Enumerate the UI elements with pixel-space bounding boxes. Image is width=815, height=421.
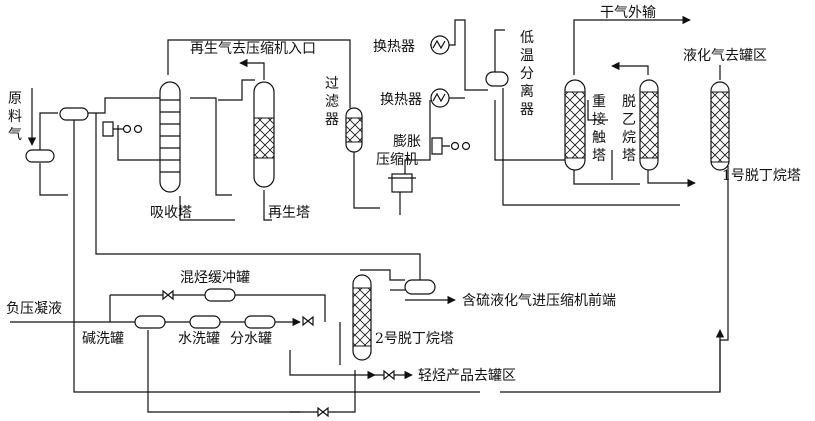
label-debutanizer-2: 2号脱丁烷塔: [375, 331, 454, 347]
label-heavy-4: 塔: [592, 148, 606, 164]
valve-icon-2: [302, 315, 314, 327]
label-deeth-3: 烷: [622, 130, 636, 146]
labels: 原 料 气 再生气去压缩机入口 吸收塔 再生塔 过 滤 器 换热器 换热器 低 …: [6, 5, 801, 384]
label-deeth-4: 塔: [622, 148, 636, 164]
label-filter-3: 器: [325, 112, 339, 128]
equipment: [25, 35, 730, 418]
valve-icon-4: [383, 369, 395, 381]
label-lts-1: 低: [520, 30, 534, 46]
expander-icon: [431, 137, 450, 155]
motor-icon: [122, 124, 132, 134]
label-filter-2: 滤: [325, 94, 339, 110]
heat-exchanger-2: [430, 88, 450, 108]
label-heavy-2: 接: [592, 111, 606, 128]
raw-gas-separator: [25, 149, 55, 163]
sulfur-lpg-drum: [404, 279, 436, 295]
label-raw-gas-1: 原: [8, 91, 22, 107]
label-deeth-1: 脱: [622, 94, 636, 110]
label-regen-gas: 再生气去压缩机入口: [190, 41, 316, 57]
label-expander-2: 压缩机: [376, 152, 418, 168]
valve-icon-3: [317, 406, 329, 418]
label-absorber: 吸收塔: [150, 205, 192, 221]
expander-motor-icon: [450, 141, 460, 151]
expander-drum: [391, 173, 413, 193]
label-lts-5: 器: [520, 102, 534, 118]
label-mixed-buffer: 混烃缓冲罐: [180, 270, 250, 286]
label-sulfur-lpg: 含硫液化气进压缩机前端: [462, 292, 616, 309]
label-water-wash: 水洗罐: [178, 331, 220, 347]
absorber-column: [159, 81, 181, 193]
inlet-drum: [59, 107, 89, 121]
valve-icon-1: [162, 289, 174, 301]
label-lts-3: 分: [520, 66, 534, 82]
label-heavy-3: 触: [592, 130, 606, 146]
label-water-sep: 分水罐: [230, 331, 272, 347]
label-lpg-tank: 液化气去罐区: [683, 48, 767, 64]
label-heavy-1: 重: [592, 94, 606, 110]
label-raw-gas-2: 料: [8, 109, 22, 125]
label-hx-top: 换热器: [373, 38, 415, 55]
label-dry-gas: 干气外输: [600, 5, 656, 21]
label-lts-2: 温: [520, 48, 534, 64]
label-regenerator: 再生塔: [268, 205, 310, 221]
heat-exchanger-1: [430, 35, 450, 55]
motor-icon-2: [133, 124, 143, 134]
water-separator-tank: [244, 315, 276, 329]
label-raw-gas-3: 气: [8, 127, 22, 143]
label-filter-1: 过: [325, 76, 339, 92]
low-temp-separator: [485, 71, 509, 87]
caustic-wash-tank: [134, 315, 166, 329]
label-light-product: 轻烃产品去罐区: [418, 368, 516, 384]
label-deeth-2: 乙: [622, 112, 636, 128]
label-debutanizer-1: 1号脱丁烷塔: [722, 168, 801, 184]
compressor-icon: [102, 121, 123, 137]
expander-motor-icon-2: [461, 141, 471, 151]
water-wash-tank: [189, 315, 221, 329]
label-caustic-wash: 碱洗罐: [82, 331, 124, 347]
label-lts-4: 离: [520, 83, 534, 100]
label-negative-condensate: 负压凝液: [6, 301, 62, 317]
label-expander-1: 膨胀: [393, 133, 421, 150]
label-hx-mid: 换热器: [380, 91, 422, 108]
mixed-buffer-tank: [204, 288, 236, 302]
